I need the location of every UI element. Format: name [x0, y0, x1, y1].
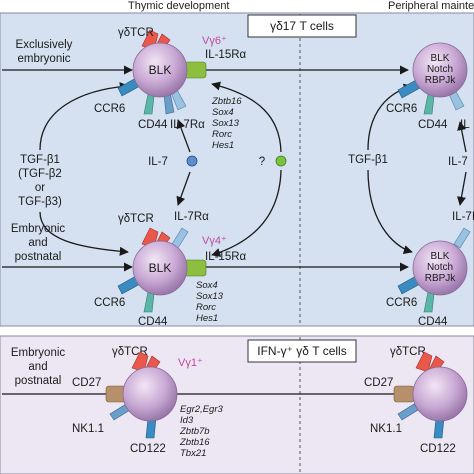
right-cell-mid-body	[412, 240, 468, 296]
right-cell-bottom-body	[412, 366, 468, 422]
cell1-gene-2: Sox13	[212, 118, 240, 129]
label-emb2-2: and	[28, 361, 47, 373]
cell2-ccr6-label: CCR6	[94, 297, 125, 309]
cell1-gene-0: Zbtb16	[211, 96, 242, 107]
il7-arrow-up	[176, 119, 191, 153]
label-emb-postnatal-2: and	[28, 237, 47, 249]
gd17-box	[247, 14, 357, 38]
right-cell-mid: BLK Notch RBPJk CCR6 CD44	[386, 227, 471, 328]
question-mark: ?	[259, 156, 265, 168]
cell3-gene-3: Zbtb16	[179, 437, 210, 448]
rt-il7: IL-7	[448, 156, 468, 168]
header-peripheral: Peripheral mainte	[388, 0, 474, 12]
cell1-il15-label: IL-15Rα	[205, 49, 247, 61]
cell2-il7r-label: IL-7Rα	[174, 211, 209, 223]
q-arrow-up	[211, 81, 282, 153]
cell3-nk11-label: NK1.1	[72, 423, 104, 435]
tgf-left-2: (TGF-β2	[18, 168, 62, 180]
rt-il7r: IL-7I	[452, 211, 474, 223]
cell3-body	[122, 366, 178, 422]
cell2-gene-2: Rorc	[196, 302, 216, 313]
rb-tcr: γδTCR	[390, 346, 426, 358]
rb-nk11: NK1.1	[370, 423, 402, 435]
rt-cd44: CD44	[418, 119, 448, 131]
tgf-right: TGF-β1	[348, 154, 388, 166]
rt-il7-arrow-down	[456, 171, 467, 206]
cell1-gene-3: Rorc	[212, 129, 232, 140]
cell1-body	[132, 42, 188, 98]
tgf-left-1: TGF-β1	[20, 154, 60, 166]
cell1-blk: BLK	[149, 63, 172, 77]
tgf-left-3: or	[35, 182, 45, 194]
il7-label: IL-7	[148, 156, 168, 168]
il7-dot	[186, 155, 198, 167]
cell2-body	[132, 240, 188, 296]
cell2-vg-label: Vγ4⁺	[202, 235, 227, 247]
cell1-ccr6-label: CCR6	[94, 103, 125, 115]
cell3-cd27-label: CD27	[72, 377, 101, 389]
cell3-vg-label: Vγ1⁺	[178, 357, 203, 369]
cell1-gene-1: Sox4	[212, 107, 234, 118]
cell-vg4: γδTCR IL-7Rα Vγ4⁺ IL-15Rα CCR6 CD44 BLK …	[94, 211, 247, 328]
label-emb2-1: Embryonic	[11, 347, 66, 359]
cell1-cd44-label: CD44	[138, 119, 168, 131]
rm-notch: Notch	[427, 262, 453, 273]
right-cell-top: BLK Notch RBPJk CCR6 CD44 IL	[386, 42, 470, 131]
cell3-cd122-label: CD122	[130, 443, 166, 455]
cell2-cd44-label: CD44	[138, 316, 168, 328]
il7r-receptor	[453, 227, 471, 249]
tgf-arrow-down	[39, 211, 129, 256]
rt-il7-arrow-up	[457, 121, 467, 153]
cell2-gene-1: Sox13	[196, 291, 224, 302]
rt-blk: BLK	[431, 53, 450, 64]
il7-arrow-down	[176, 171, 191, 206]
rm-blk: BLK	[431, 251, 450, 262]
cd27-receptor	[393, 385, 415, 403]
rm-rbpjk: RBPJk	[425, 273, 457, 284]
rm-cd44: CD44	[418, 316, 448, 328]
cell1-gene-4: Hes1	[212, 140, 234, 151]
rb-cd122: CD122	[420, 443, 456, 455]
label-exclusively: Exclusively	[16, 39, 73, 51]
tgf-left-4: TGF-β3)	[18, 196, 62, 208]
cell1-il7r-label: IL-7Rα	[170, 119, 205, 131]
cell2-gene-0: Sox4	[196, 280, 218, 291]
cell3-gene-0: Egr2,Egr3	[180, 404, 223, 415]
label-emb-postnatal-1: Embryonic	[11, 223, 66, 235]
tgf-right-arrow-down	[367, 169, 413, 254]
cell3-gene-4: Tbx21	[180, 448, 206, 459]
label-emb-postnatal-3: postnatal	[15, 251, 62, 263]
cell-vg6: γδTCR Vγ6⁺ IL-15Rα CCR6 CD44 IL-7Rα BLK …	[94, 27, 247, 151]
header-thymic: Thymic development	[128, 0, 230, 12]
rt-notch: Notch	[427, 64, 453, 75]
cell2-il15-label: IL-15Rα	[205, 251, 247, 263]
rt-ccr6: CCR6	[386, 103, 417, 115]
rb-cd27: CD27	[364, 377, 393, 389]
ifn-box	[247, 339, 357, 363]
bottom-panel	[0, 335, 474, 474]
gd17-box-label: γδ17 T cells	[270, 19, 334, 33]
rm-ccr6: CCR6	[386, 297, 417, 309]
cell1-vg-label: Vγ6⁺	[202, 35, 227, 47]
right-cell-top-body	[412, 42, 468, 98]
cell2-tcr-label: γδTCR	[118, 213, 154, 225]
cell1-tcr-label: γδTCR	[118, 27, 154, 39]
cell-vg1: γδTCR Vγ1⁺ CD27 NK1.1 CD122 Egr2,Egr3 Id…	[72, 346, 223, 459]
cell3-gene-1: Id3	[180, 415, 194, 426]
cell2-gene-3: Hes1	[196, 313, 218, 324]
tgf-arrow-up	[39, 82, 129, 151]
top-panel	[0, 12, 474, 327]
cell2-blk: BLK	[149, 261, 172, 275]
label-emb2-3: postnatal	[15, 375, 62, 387]
right-cell-bottom: γδTCR CD27 NK1.1 CD122	[364, 346, 468, 455]
ifn-box-label: IFN-γ⁺ γδ T cells	[257, 344, 346, 358]
tcr-receptor	[415, 351, 433, 373]
label-embryonic: embryonic	[17, 53, 70, 65]
rt-rbpjk: RBPJk	[425, 75, 457, 86]
q-arrow-down	[211, 169, 282, 257]
unknown-ligand-dot	[275, 155, 287, 167]
cell3-gene-2: Zbtb7b	[179, 426, 210, 437]
